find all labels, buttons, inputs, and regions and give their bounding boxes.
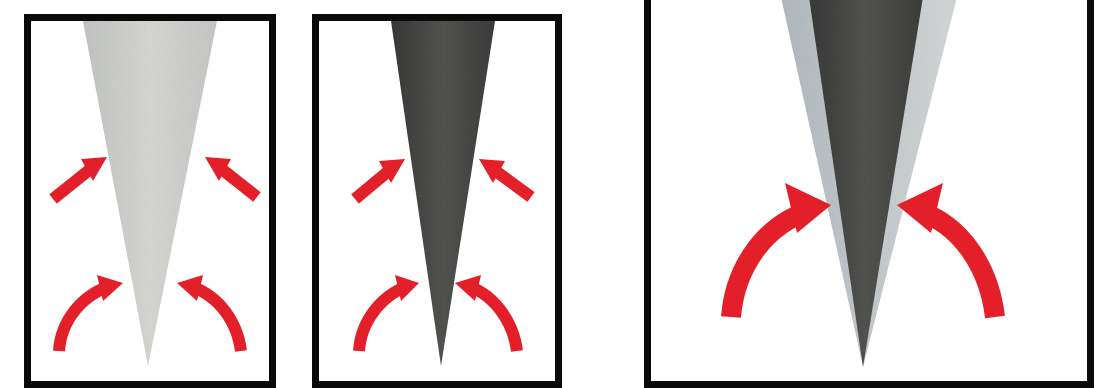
upper-left-arrow-icon bbox=[351, 159, 405, 204]
right-curved-arrow-icon bbox=[897, 183, 1005, 319]
dark-blade-illustration bbox=[351, 21, 535, 366]
lower-right-arrow-icon bbox=[455, 275, 523, 352]
zoomed-blade-illustration bbox=[721, 0, 1005, 367]
upper-right-arrow-icon bbox=[479, 159, 535, 202]
light-blade-illustration bbox=[49, 21, 261, 366]
lower-right-arrow-icon bbox=[177, 275, 247, 352]
upper-left-arrow-icon bbox=[49, 157, 107, 204]
upper-right-arrow-icon bbox=[205, 157, 261, 202]
dark-blade-panel bbox=[312, 14, 562, 388]
left-curved-arrow-icon bbox=[721, 183, 831, 319]
light-blade-panel bbox=[24, 14, 276, 388]
lower-left-arrow-icon bbox=[353, 275, 419, 352]
lower-left-arrow-icon bbox=[53, 275, 123, 352]
zoomed-blade-panel bbox=[644, 0, 1094, 388]
